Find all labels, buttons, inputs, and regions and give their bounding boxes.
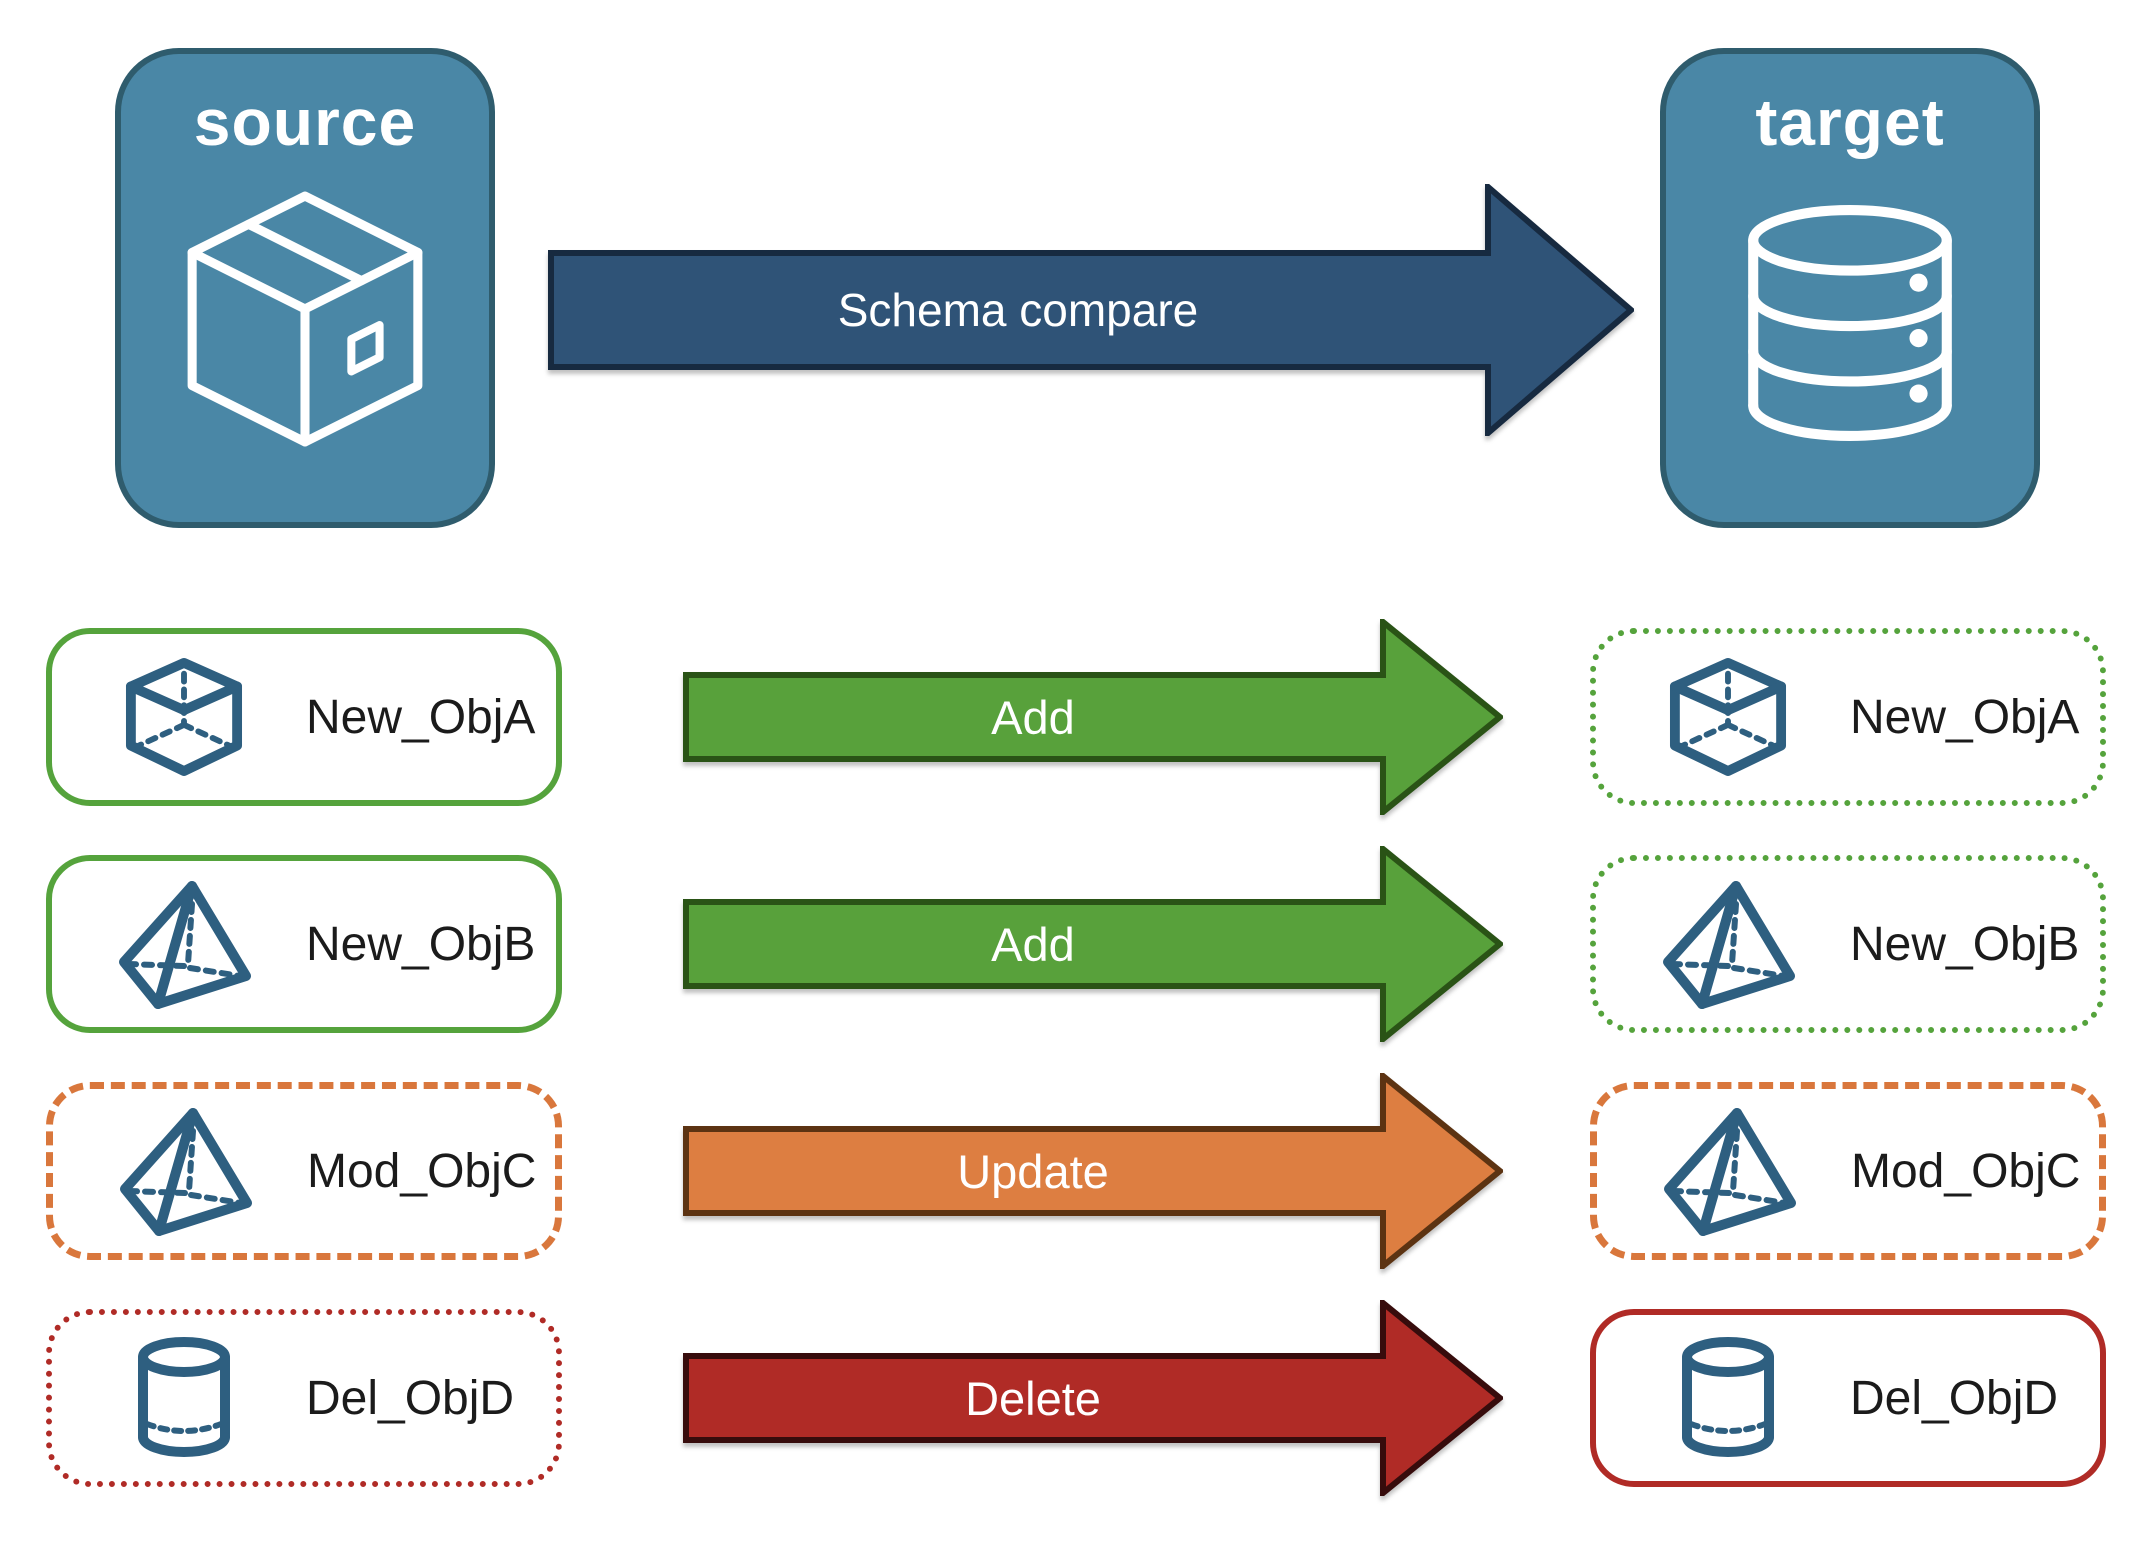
- add-arrow-label: Add: [991, 917, 1075, 971]
- cylinder-icon: [114, 1336, 254, 1460]
- target-object-mod-objc: Mod_ObjC: [1590, 1082, 2106, 1260]
- schema-compare-arrow: Schema compare: [548, 184, 1634, 436]
- object-name: New_ObjA: [306, 690, 536, 744]
- target-object-del-objd: Del_ObjD: [1590, 1309, 2106, 1487]
- schema-compare-arrow-shape: [548, 184, 1634, 436]
- object-name: Mod_ObjC: [1851, 1144, 2081, 1198]
- pyramid-icon: [1659, 1105, 1799, 1237]
- delete-arrow-label: Delete: [965, 1371, 1101, 1425]
- source-node: source: [115, 48, 495, 528]
- schema-compare-arrow-label: Schema compare: [837, 284, 1199, 336]
- pyramid-icon: [114, 878, 254, 1010]
- pyramid-icon: [1658, 878, 1798, 1010]
- target-node: target: [1660, 48, 2040, 528]
- pyramid-icon: [115, 1105, 255, 1237]
- source-object-del-objd: Del_ObjD: [46, 1309, 562, 1487]
- object-name: New_ObjA: [1850, 690, 2080, 744]
- source-object-mod-objc: Mod_ObjC: [46, 1082, 562, 1260]
- update-arrow: Update: [683, 1073, 1503, 1269]
- object-name: Del_ObjD: [306, 1371, 515, 1425]
- add-arrow-label: Add: [991, 690, 1075, 744]
- delete-arrow: Delete: [683, 1300, 1503, 1496]
- cylinder-icon: [1658, 1336, 1798, 1460]
- cube-icon: [1658, 657, 1798, 777]
- target-object-new-objb: New_ObjB: [1590, 855, 2106, 1033]
- add-arrow-row1: Add: [683, 619, 1503, 815]
- cube-icon: [114, 657, 254, 777]
- object-name: Mod_ObjC: [307, 1144, 537, 1198]
- delete-arrow-shape: [683, 1300, 1503, 1496]
- update-arrow-shape: [683, 1073, 1503, 1269]
- object-name: New_ObjB: [1850, 917, 2080, 971]
- object-name: Del_ObjD: [1850, 1371, 2059, 1425]
- source-object-new-objb: New_ObjB: [46, 855, 562, 1033]
- target-object-new-obja: New_ObjA: [1590, 628, 2106, 806]
- object-name: New_ObjB: [306, 917, 536, 971]
- package-icon: [187, 191, 423, 447]
- target-label: target: [1755, 85, 1945, 159]
- add-arrow-shape: [683, 846, 1503, 1042]
- source-object-new-obja: New_ObjA: [46, 628, 562, 806]
- add-arrow-shape: [683, 619, 1503, 815]
- add-arrow-row2: Add: [683, 846, 1503, 1042]
- database-icon: [1748, 205, 1952, 441]
- update-arrow-label: Update: [957, 1144, 1109, 1198]
- source-label: source: [193, 85, 417, 159]
